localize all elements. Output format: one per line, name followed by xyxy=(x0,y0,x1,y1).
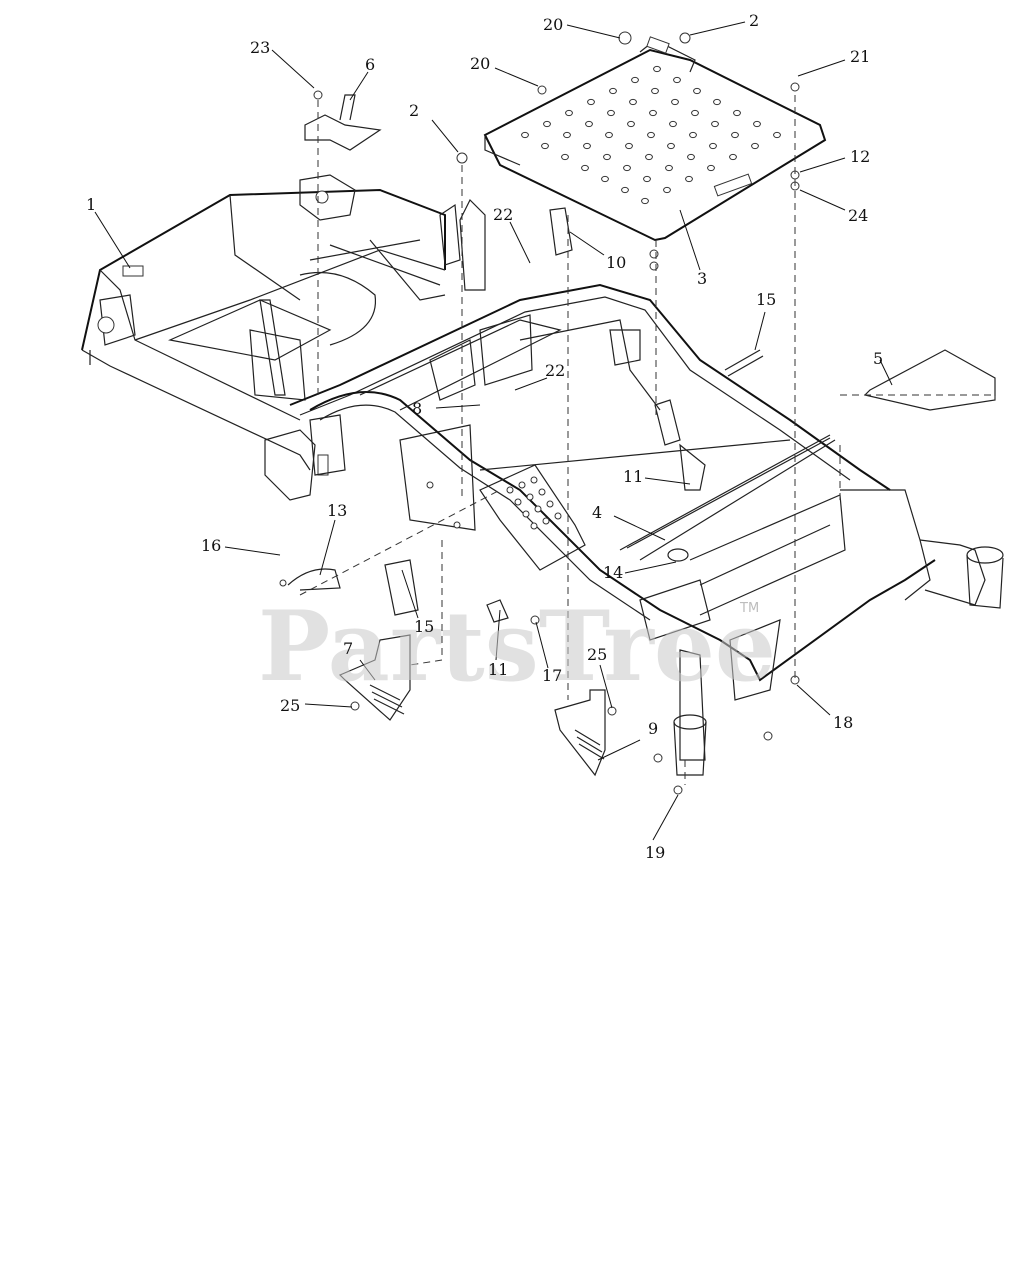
callout-22: 22 xyxy=(545,361,565,380)
plate-hole xyxy=(693,87,701,95)
plate-hole xyxy=(581,164,589,172)
plate-hole xyxy=(711,120,719,128)
callout-5: 5 xyxy=(873,349,883,368)
plate-hole xyxy=(645,153,653,161)
plate-hole xyxy=(687,153,695,161)
callout-15: 15 xyxy=(756,290,776,309)
plate-hole xyxy=(669,120,677,128)
leader-lines xyxy=(94,21,893,841)
callout-6: 6 xyxy=(365,55,375,74)
callout-23: 23 xyxy=(250,38,270,57)
plate-hole xyxy=(665,164,673,172)
plate-hole xyxy=(641,197,649,205)
plate-hole xyxy=(609,87,617,95)
plate-hole xyxy=(585,120,593,128)
plate-hole xyxy=(691,109,699,117)
callout-4: 4 xyxy=(592,503,602,522)
assembly-lines xyxy=(299,95,996,785)
plate-hole xyxy=(621,186,629,194)
watermark: PartsTree TM xyxy=(258,590,776,703)
callout-labels: 1 2 2 3 4 5 6 7 8 9 10 11 11 12 13 14 15… xyxy=(86,11,883,862)
plate-hole xyxy=(623,164,631,172)
plate-hole xyxy=(773,131,781,139)
callout-18: 18 xyxy=(833,713,853,732)
callout-2: 2 xyxy=(749,11,759,30)
callout-20: 20 xyxy=(543,15,563,34)
callout-14: 14 xyxy=(603,563,623,582)
callout-10: 10 xyxy=(606,253,626,272)
plate-hole xyxy=(713,98,721,106)
callout-11: 11 xyxy=(623,467,643,486)
plate-hole xyxy=(541,142,549,150)
plate-hole xyxy=(543,120,551,128)
callout-7: 7 xyxy=(343,639,353,658)
callout-12: 12 xyxy=(850,147,870,166)
plate-hole xyxy=(651,87,659,95)
plate-hole xyxy=(689,131,697,139)
plate-hole xyxy=(653,65,661,73)
plate-hole xyxy=(663,186,671,194)
plate-hole xyxy=(627,120,635,128)
callout-2: 2 xyxy=(409,101,419,120)
plate-hole xyxy=(601,175,609,183)
plate-hole xyxy=(667,142,675,150)
plate-hole xyxy=(733,109,741,117)
plate-hole xyxy=(707,164,715,172)
plate-hole xyxy=(625,142,633,150)
callout-17: 17 xyxy=(542,666,562,685)
watermark-text: PartsTree xyxy=(258,590,776,703)
callout-24: 24 xyxy=(848,206,868,225)
plate-hole xyxy=(603,153,611,161)
plate-hole xyxy=(649,109,657,117)
callout-21: 21 xyxy=(850,47,870,66)
plate-hole xyxy=(729,153,737,161)
callout-1: 1 xyxy=(86,195,96,214)
plate-hole xyxy=(647,131,655,139)
callout-8: 8 xyxy=(412,399,422,418)
plate-hole xyxy=(605,131,613,139)
callout-20: 20 xyxy=(470,54,490,73)
plate-hole xyxy=(731,131,739,139)
plate-hole xyxy=(685,175,693,183)
callout-15: 15 xyxy=(414,617,434,636)
callout-3: 3 xyxy=(697,269,707,288)
callout-19: 19 xyxy=(645,843,665,862)
callout-11: 11 xyxy=(488,660,508,679)
chassis-frame xyxy=(81,174,1004,776)
watermark-trademark: TM xyxy=(739,601,759,616)
plate-hole xyxy=(563,131,571,139)
plate-hole xyxy=(751,142,759,150)
floor-plate xyxy=(483,36,827,242)
callout-22: 22 xyxy=(493,205,513,224)
plate-hole xyxy=(753,120,761,128)
callout-25: 25 xyxy=(587,645,607,664)
plate-hole xyxy=(565,109,573,117)
plate-hole xyxy=(583,142,591,150)
plate-hole xyxy=(671,98,679,106)
plate-hole xyxy=(587,98,595,106)
plate-hole xyxy=(561,153,569,161)
plate-hole xyxy=(709,142,717,150)
plate-hole xyxy=(643,175,651,183)
plate-hole xyxy=(629,98,637,106)
plate-hole xyxy=(631,76,639,84)
plate-hole xyxy=(673,76,681,84)
callout-25: 25 xyxy=(280,696,300,715)
plate-hole xyxy=(521,131,529,139)
callout-16: 16 xyxy=(201,536,221,555)
plate-hole xyxy=(607,109,615,117)
callout-13: 13 xyxy=(327,501,347,520)
callout-9: 9 xyxy=(648,719,658,738)
